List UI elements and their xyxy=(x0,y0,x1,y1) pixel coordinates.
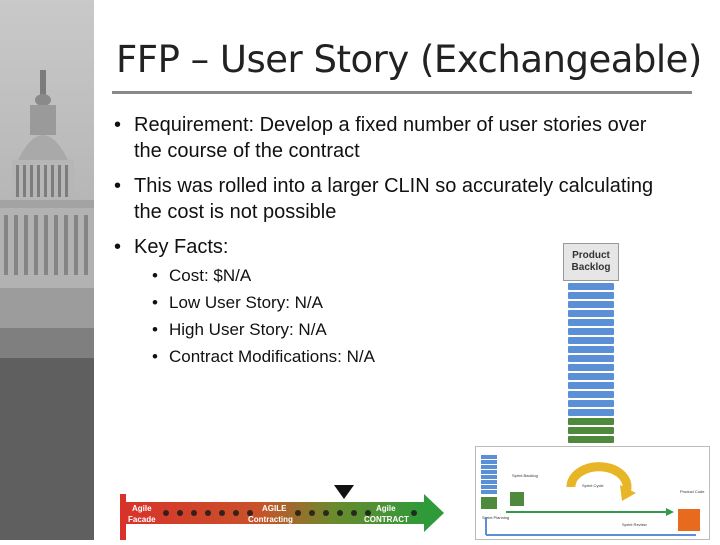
scale-label-mid-1: AGILE xyxy=(262,504,287,513)
backlog-label-line2: Backlog xyxy=(571,262,611,273)
backlog-row xyxy=(568,391,614,398)
bullet-text: Key Facts: xyxy=(134,236,229,258)
bullet-glyph: • xyxy=(152,320,158,339)
sprint-planning-label: Sprint Planning xyxy=(482,515,509,520)
title-underline xyxy=(112,91,692,94)
backlog-row xyxy=(568,337,614,344)
scrum-process-diagram: Sprint Backlog Sprint Cycle Sprint Plann… xyxy=(475,446,710,540)
backlog-row xyxy=(568,364,614,371)
backlog-label-line1: Product xyxy=(572,250,610,261)
bullet-glyph: • xyxy=(152,347,158,366)
bullet-list: • Requirement: Develop a fixed number of… xyxy=(112,112,672,370)
bullet-glyph: • xyxy=(114,175,122,197)
backlog-row xyxy=(568,427,614,434)
sub-bullet-text: Contract Modifications: N/A xyxy=(169,347,375,366)
bullet-item: • Key Facts: xyxy=(112,234,672,260)
product-backlog-header: Product Backlog xyxy=(563,243,619,281)
sub-bullet-item: • High User Story: N/A xyxy=(112,316,672,343)
bullet-glyph: • xyxy=(152,266,158,285)
mini-backlog-stack xyxy=(481,455,497,509)
product-backlog-graphic: Product Backlog xyxy=(563,243,619,443)
backlog-row xyxy=(568,436,614,443)
backlog-row xyxy=(568,310,614,317)
backlog-row xyxy=(568,355,614,362)
sub-bullet-text: Low User Story: N/A xyxy=(169,293,323,312)
bullet-glyph: • xyxy=(114,114,122,136)
scale-label-mid-2: Contracting xyxy=(248,515,293,524)
backlog-row xyxy=(568,292,614,299)
capitol-image xyxy=(0,0,94,540)
sprint-cycle-label: Sprint Cycle xyxy=(582,483,604,488)
backlog-row xyxy=(568,418,614,425)
scale-label-left-2: Facade xyxy=(128,515,156,524)
backlog-row xyxy=(568,400,614,407)
backlog-row xyxy=(568,346,614,353)
triangle-down-icon xyxy=(334,485,354,499)
sprint-review-label: Sprint Review xyxy=(622,522,647,527)
sub-bullet-text: High User Story: N/A xyxy=(169,320,327,339)
backlog-row xyxy=(568,301,614,308)
sub-bullet-item: • Contract Modifications: N/A xyxy=(112,343,672,370)
sub-bullet-item: • Low User Story: N/A xyxy=(112,289,672,316)
scale-label-left-1: Agile xyxy=(132,504,152,513)
bullet-glyph: • xyxy=(114,236,122,258)
backlog-row xyxy=(568,409,614,416)
backlog-row xyxy=(568,319,614,326)
sprint-backlog-label: Sprint Backlog xyxy=(512,473,538,478)
bullet-item: • This was rolled into a larger CLIN so … xyxy=(112,173,672,225)
bullet-glyph: • xyxy=(152,293,158,312)
backlog-stack xyxy=(568,283,614,445)
bullet-text: Requirement: Develop a fixed number of u… xyxy=(134,114,647,162)
backlog-row xyxy=(568,373,614,380)
product-code-label: Product Code xyxy=(680,489,705,494)
backlog-row xyxy=(568,328,614,335)
sub-bullet-text: Cost: $N/A xyxy=(169,266,252,285)
backlog-row xyxy=(568,382,614,389)
bullet-item: • Requirement: Develop a fixed number of… xyxy=(112,112,672,164)
scale-label-right-2: CONTRACT xyxy=(364,515,409,524)
bullet-text: This was rolled into a larger CLIN so ac… xyxy=(134,175,654,223)
sub-bullet-item: • Cost: $N/A xyxy=(112,262,672,289)
agile-scale-bar: Agile Facade AGILE Contracting Agile CON… xyxy=(120,480,445,540)
slide-title: FFP – User Story (Exchangeable) xyxy=(116,38,702,81)
backlog-row xyxy=(568,283,614,290)
scale-label-right-1: Agile xyxy=(376,504,396,513)
